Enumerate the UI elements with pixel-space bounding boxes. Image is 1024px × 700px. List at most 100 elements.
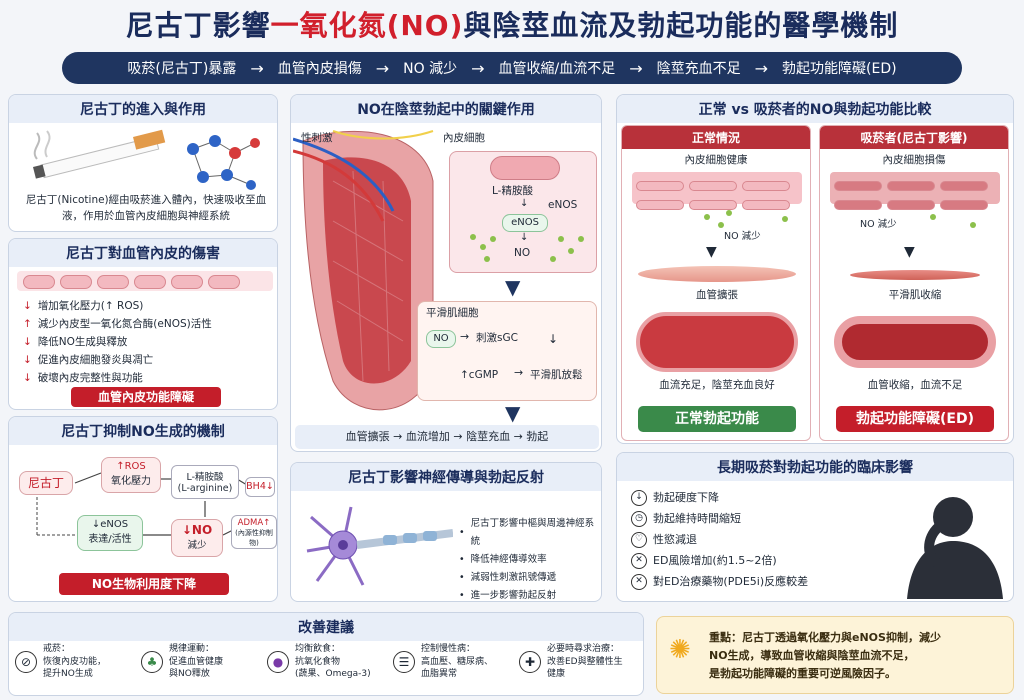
- larg-sub: (L-arginine): [177, 483, 233, 494]
- larg-label: L-精胺酸: [492, 185, 533, 197]
- ed-tag: 勃起功能障礙(ED): [836, 406, 994, 432]
- normal-erection-tag: 正常勃起功能: [638, 406, 796, 432]
- smooth-muscle-label: 平滑肌細胞: [426, 307, 479, 319]
- advice-line: 與NO釋放: [169, 669, 210, 680]
- myelin-sheath: [383, 531, 437, 545]
- smooth-muscle-box: 平滑肌細胞 NO → 刺激sGC ↓ ↑cGMP → 平滑肌放鬆: [417, 301, 597, 401]
- nicotine-molecule-icon: [187, 135, 260, 190]
- normal-vessel: [636, 312, 798, 372]
- panel-comparison: 正常 vs 吸菸者的NO與勃起功能比較 正常情況 內皮細胞健康 NO 減少 ▼ …: [616, 94, 1014, 444]
- endothelial-cell: [60, 275, 92, 289]
- key-point-line: 是勃起功能障礙的重要可逆風險因子。: [709, 667, 896, 680]
- damaged-cell: [887, 200, 935, 210]
- damaged-cell: [887, 181, 935, 191]
- enos-label: eNOS: [548, 199, 578, 211]
- list-item: ↓降低NO生成與釋放: [23, 333, 273, 351]
- panel-title: 正常 vs 吸菸者的NO與勃起功能比較: [617, 95, 1013, 123]
- advice-row: ⊘戒菸：恢復內皮功能，提升NO生成 ♣規律運動：促進血管健康與NO釋放 ●均衡飲…: [15, 643, 639, 681]
- list-item-text: 對ED治療藥物(PDE5i)反應較差: [653, 575, 809, 588]
- list-item-text: 尼古丁影響中樞與周邊神經系統: [470, 518, 595, 547]
- relax-label: 平滑肌放鬆: [530, 369, 583, 381]
- l-arginine-box: L-精胺酸(L-arginine): [171, 465, 239, 499]
- no-molecule: [704, 214, 710, 220]
- bullet-icon: •: [459, 527, 465, 538]
- medical-icon: ✚: [519, 650, 541, 673]
- endothelial-cell: [689, 181, 737, 191]
- advice-line: 恢復內皮功能，: [43, 656, 107, 667]
- cgmp-label: ↑cGMP: [460, 369, 499, 381]
- no-box: NO: [426, 330, 456, 348]
- arrow-down-icon: ▼: [505, 275, 521, 299]
- list-item: ↓勃起硬度下降: [631, 487, 881, 508]
- smoker-cells-label: 內皮細胞損傷: [882, 154, 946, 166]
- list-item-text: 勃起硬度下降: [653, 491, 719, 504]
- bullet-icon: •: [459, 572, 465, 583]
- list-item-text: 減少內皮型一氧化氮合酶(eNOS)活性: [37, 318, 212, 330]
- no-molecule: [782, 216, 788, 222]
- list-item-text: 降低神經傳導效率: [470, 554, 547, 565]
- neuron-illustration: [306, 506, 453, 586]
- endothelial-cell: [742, 200, 790, 210]
- panel-no-role: NO在陰莖勃起中的關鍵作用 性刺激 內皮細胞 L-精胺酸 ↓ eNOS eNOS…: [290, 94, 602, 452]
- enos-label: ↓eNOS: [91, 519, 129, 530]
- arrow-down-icon: ↓: [23, 336, 32, 348]
- endothelial-cell: [208, 275, 240, 289]
- list-item: ↓促進內皮細胞發炎與凋亡: [23, 351, 273, 369]
- normal-column: 正常情況 內皮細胞健康 NO 減少 ▼ 血管擴張 血流充足，陰莖充血良好 正常勃…: [621, 125, 811, 441]
- advice-item: ☰控制慢性病：高血壓、糖尿病、血脂異常: [393, 643, 513, 681]
- list-item: ◷勃起維持時間縮短: [631, 508, 881, 529]
- arrow-right-icon: →: [471, 58, 485, 78]
- cross-icon: ✕: [631, 573, 647, 590]
- endothelial-cell: [171, 275, 203, 289]
- banner-step: 血管內皮損傷: [277, 61, 362, 77]
- banner-step: 吸菸(尼古丁)暴露: [127, 61, 237, 77]
- arrow-down-icon: ↓: [548, 332, 559, 346]
- panel-clinical: 長期吸菸對勃起功能的臨床影響 ↓勃起硬度下降 ◷勃起維持時間縮短 ♡性慾減退 ✕…: [616, 452, 1014, 602]
- key-point-line: NO生成，導致血管收縮與陰莖血流不足，: [709, 649, 915, 662]
- panel-title: 尼古丁對血管內皮的傷害: [9, 239, 277, 267]
- damaged-cell: [834, 200, 882, 210]
- ros-sub: 氧化壓力: [111, 476, 151, 487]
- advice-heading: 必要時尋求治療：: [547, 644, 620, 654]
- page-title: 尼古丁影響一氧化氮(NO)與陰莖血流及勃起功能的醫學機制: [0, 4, 1024, 44]
- list-item-text: 性慾減退: [653, 533, 697, 546]
- list-item-text: 破壞內皮完整性與功能: [37, 372, 143, 384]
- pathway-banner: 吸菸(尼古丁)暴露→ 血管內皮損傷→ NO 減少→ 血管收縮/血流不足→ 陰莖充…: [62, 52, 962, 84]
- larg-label: L-精胺酸: [186, 472, 224, 483]
- healthy-cell-layer: [632, 172, 802, 210]
- advice-item: ♣規律運動：促進血管健康與NO釋放: [141, 643, 261, 681]
- enos-enzyme-box: eNOS: [502, 214, 548, 232]
- arrow-down-icon: ▼: [904, 244, 915, 260]
- no-label: NO: [514, 247, 531, 259]
- smoker-vessel-label: 血管收縮，血流不足: [867, 379, 963, 391]
- advice-line: 改善ED與整體性生: [547, 656, 623, 667]
- endothelial-cell: [23, 275, 55, 289]
- advice-text: 必要時尋求治療：改善ED與整體性生健康: [547, 643, 623, 681]
- advice-text: 規律運動：促進血管健康與NO釋放: [169, 643, 223, 681]
- nerve-list: •尼古丁影響中樞與周邊神經系統 •降低神經傳導效率 •減弱性刺激訊號傳遞 •進一…: [459, 515, 599, 605]
- adma-label: ADMA↑: [237, 518, 271, 528]
- list-item-text: 進一步影響勃起反射: [470, 590, 557, 601]
- advice-line: 抗氧化食物: [295, 656, 341, 667]
- no-molecule: [726, 210, 732, 216]
- arrow-right-icon: →: [460, 330, 470, 343]
- key-point-box: ✺ 重點：尼古丁透過氧化壓力與eNOS抑制，減少 NO生成，導致血管收縮與陰莖血…: [656, 616, 1014, 694]
- panel-title: 尼古丁影響神經傳導與勃起反射: [291, 463, 601, 491]
- arrow-down-icon: ▼: [505, 401, 521, 425]
- advice-text: 控制慢性病：高血壓、糖尿病、血脂異常: [421, 643, 493, 681]
- smoker-column: 吸菸者(尼古丁影響) 內皮細胞損傷 NO 減少 ▼ 平滑肌收縮 血管收縮，血流不…: [819, 125, 1009, 441]
- cigarette-molecule-illustration: [33, 129, 260, 190]
- endothelial-cell: [636, 181, 684, 191]
- panel-title: 改善建議: [9, 613, 643, 641]
- damaged-cell: [834, 181, 882, 191]
- no-sub: 減少: [187, 540, 207, 551]
- cigarette-icon: [33, 129, 166, 179]
- no-molecule: [718, 222, 724, 228]
- title-part-1: 尼古丁影響: [125, 9, 271, 42]
- no-molecule: [578, 236, 584, 242]
- no-smoking-icon: ⊘: [15, 650, 37, 673]
- no-molecule: [470, 234, 476, 240]
- banner-step: 陰莖充血不足: [656, 61, 741, 77]
- advice-item: ✚必要時尋求治療：改善ED與整體性生健康: [519, 643, 639, 681]
